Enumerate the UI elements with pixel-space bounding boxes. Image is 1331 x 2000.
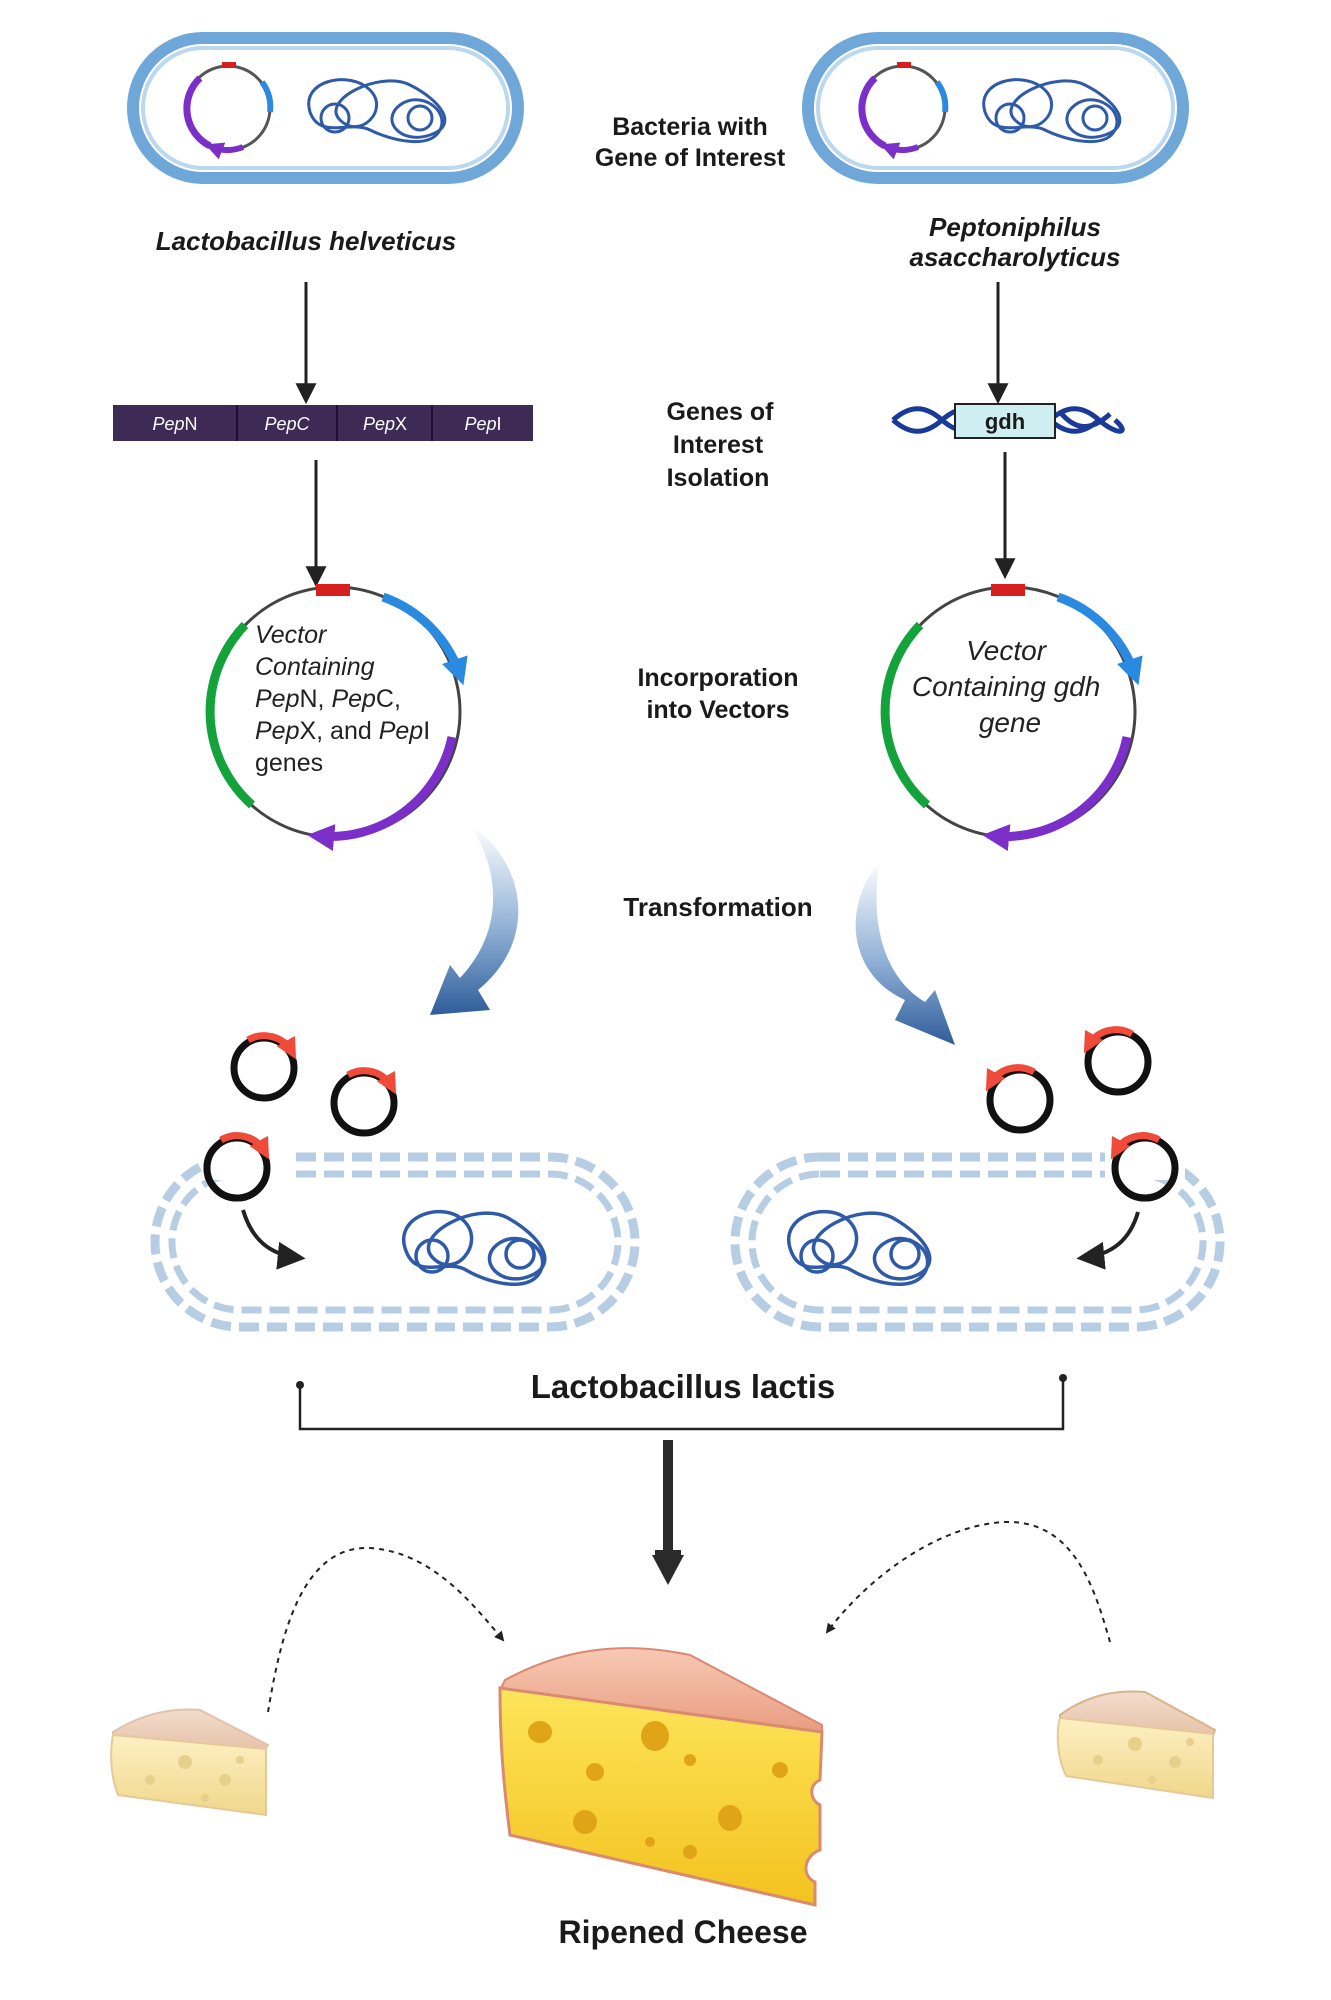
host-label: Lactobacillus lactis	[531, 1368, 835, 1405]
gene-pepX: PepX	[363, 414, 407, 434]
gdh-helix: gdh	[891, 403, 1125, 439]
step2-label-line2: Interest	[673, 431, 764, 459]
bacterium-right	[802, 32, 1189, 184]
step1-label-line2: Gene of Interest	[595, 144, 786, 172]
bacterium-left-dna	[307, 78, 447, 144]
vector-left-text: Vector Containing PepN, PepC, PepX, and …	[255, 621, 437, 777]
bacterium-left-plasmid	[183, 62, 274, 160]
swoosh-left-arrow	[430, 825, 519, 1015]
vector-right-text: Vector Containing gdh gene	[912, 635, 1108, 738]
source-left-name: Lactobacillus helveticus	[156, 226, 457, 256]
cheese-small-left	[110, 1708, 270, 1817]
dotted-arc-right	[825, 1520, 1111, 1643]
bacterium-left	[127, 32, 524, 184]
cheese-small-right	[1056, 1690, 1217, 1800]
dotted-arc-left	[267, 1546, 505, 1713]
vector-left: Vector Containing PepN, PepC, PepX, and …	[205, 584, 468, 851]
swoosh-right-arrow	[855, 860, 955, 1045]
step3-label-line2: into Vectors	[646, 696, 789, 724]
source-right-name-line1: Peptoniphilus	[929, 212, 1101, 242]
gene-pepI: PepI	[464, 414, 501, 434]
arrow-down-to-cheese	[652, 1440, 684, 1585]
bacterium-right-dna	[982, 78, 1122, 144]
source-right-name-line2: asaccharolyticus	[909, 242, 1120, 272]
result-label: Ripened Cheese	[559, 1914, 808, 1950]
step2-label-line1: Genes of	[667, 398, 775, 426]
cheese-large	[498, 1647, 824, 1907]
step4-label: Transformation	[623, 892, 812, 922]
bacterium-right-plasmid	[858, 62, 949, 160]
vector-right: Vector Containing gdh gene	[880, 584, 1143, 851]
step3-label-line1: Incorporation	[637, 664, 798, 692]
step1-label-line1: Bacteria with	[612, 113, 768, 141]
gdh-label: gdh	[985, 409, 1025, 434]
gene-pepN: PepN	[152, 414, 197, 434]
host-bracket	[296, 1374, 1067, 1431]
step2-label-line3: Isolation	[667, 464, 770, 492]
gene-bar: PepN PepC PepX PepI	[113, 405, 533, 441]
gene-pepC: PepC	[264, 414, 310, 434]
host-cell-left	[150, 1132, 640, 1332]
host-cell-right	[730, 1132, 1225, 1332]
